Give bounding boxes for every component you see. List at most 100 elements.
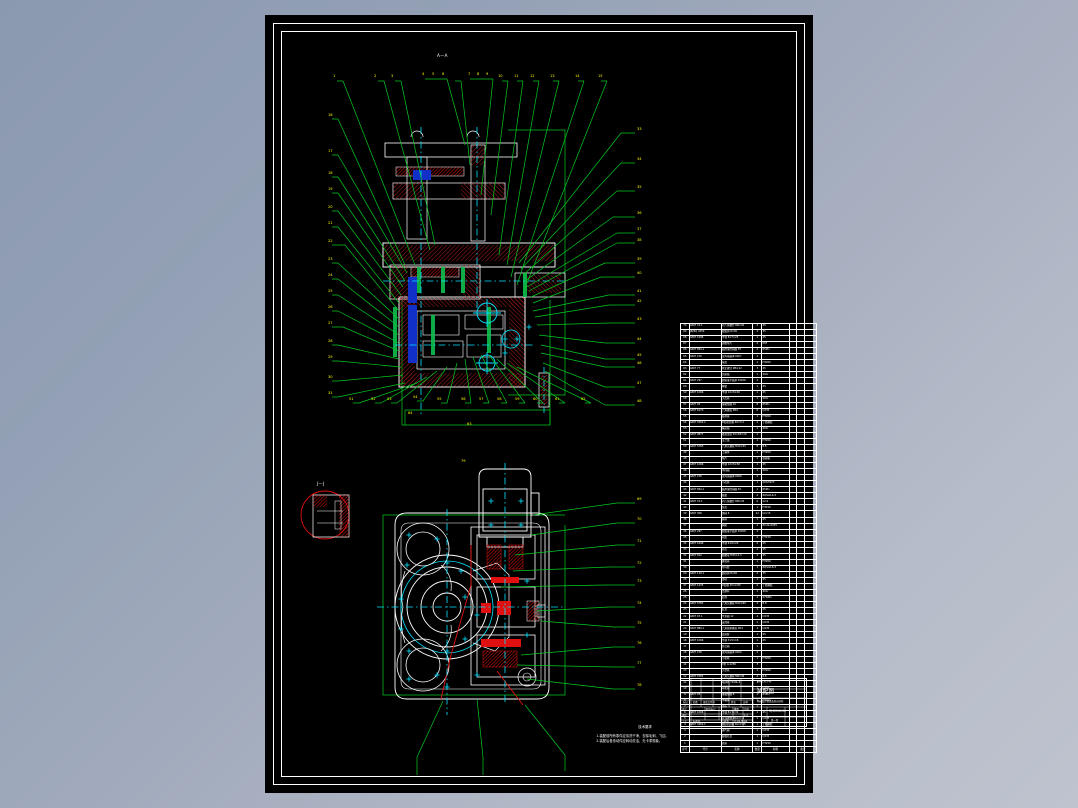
balloon: 34 [637,157,642,161]
balloon: 25 [328,289,333,293]
balloon: 69 [637,497,642,501]
balloon: 16 [328,113,333,117]
title-block-process-label: 工艺 [682,720,687,723]
balloon: 44 [637,337,642,341]
detail-view-j-j-geometry [300,490,350,540]
title-block-org-line-1: 机械工程学院 [757,680,772,683]
balloon: 22 [328,239,333,243]
title-block-org-line-2: 机械设计制造及其自动化 [757,700,784,703]
view-label-a-a: A—A [437,53,448,58]
balloon: 45 [637,353,642,357]
balloon: 13 [550,74,555,78]
balloon: 73 [637,579,642,583]
technical-notes: 技术要求 1.装配前所有零件应清洗干净，去除毛刺、飞边。 2.装配后各传动件应转… [590,715,700,749]
balloon: 53 [387,397,392,401]
balloon: 64 [408,411,413,415]
balloon: 14 [575,74,580,78]
balloon: 59 [515,397,520,401]
balloon: 30 [328,375,333,379]
bom-header-cell: 材料 [761,746,790,754]
balloon: 52 [371,397,376,401]
balloon: 35 [637,185,642,189]
title-block-drawing-name: 装配图 [757,689,775,695]
balloon: 70 [637,517,642,521]
title-block-designer-label: 设计 [682,708,687,711]
balloon: 23 [328,257,333,261]
balloon: 40 [637,271,642,275]
balloon: 27 [328,321,333,325]
balloon: 7 [468,72,471,76]
balloon: 37 [637,227,642,231]
balloon: 24 [328,273,333,277]
balloon: 36 [637,211,642,215]
balloon: 75 [637,621,642,625]
balloon: 56 [461,397,466,401]
balloon: 60 [533,397,538,401]
balloon: 18 [328,171,333,175]
balloon: 79 [461,459,466,463]
balloon: 71 [637,539,642,543]
technical-notes-title: 技术要求 [638,724,652,729]
balloon: 57 [479,397,484,401]
bom-header-cell: 序号 [680,746,690,754]
balloon: 5 [432,72,435,76]
balloon: 74 [637,601,642,605]
balloon: 63 [467,422,472,426]
balloon: 58 [497,397,502,401]
balloon: 28 [328,339,333,343]
title-block-sign-label: 签名 [731,701,736,704]
title-block-count-label: 处数 [693,701,698,704]
balloon: 29 [328,355,333,359]
title-block-standardize-label: 标准化 [693,720,701,723]
title-block-sheet-label: 共1张 第1张 [734,720,748,723]
title-block-mark-label: 标记 [683,701,688,704]
balloon: 10 [498,74,503,78]
balloon: 17 [328,149,333,153]
balloon: 2 [374,74,377,78]
bom-header-cell: 代号 [688,746,722,754]
technical-notes-line-1: 1.装配前所有零件应清洗干净，去除毛刺、飞边。 [596,734,669,739]
balloon: 78 [637,683,642,687]
leader-lines-upper [332,78,635,406]
balloon: 20 [328,205,333,209]
balloon: 42 [637,299,642,303]
balloon: 39 [637,257,642,261]
balloon: 33 [637,127,642,131]
drawing-sheet: A—A J—J 1 2 3 4 5 6 7 8 9 10 11 12 13 14… [265,15,817,793]
title-block-change-doc-label: 更改文件号 [703,701,715,704]
balloon: 1 [333,74,336,78]
bom-header-cell: 备注 [788,746,817,754]
title-block-scale-value: 1:2 [744,714,748,717]
bom-header-cell: 名称 [720,746,754,754]
balloon: 15 [598,74,603,78]
balloon: 61 [555,397,560,401]
balloon: 31 [328,391,333,395]
section-view-a-a-geometry [382,127,567,426]
balloon: 55 [437,397,442,401]
balloon: 72 [637,561,642,565]
plan-view-geometry [377,463,566,715]
title-block: 标记 处数 更改文件号 签名 日期 设计 审核 工艺 阶段标记 重量 比例 1:… [680,678,807,727]
title-block-approve-label: 批准 [724,720,729,723]
title-block-scale-label: 比例 [744,708,749,711]
leader-lines-lower [416,502,635,775]
title-block-org-line-3: 第一组 [771,719,779,722]
balloon: 41 [637,289,642,293]
technical-notes-line-2: 2.装配后各传动件应转动灵活，无卡滞现象。 [596,739,663,743]
balloon: 21 [328,221,333,225]
view-label-j-j: J—J [317,481,325,486]
balloon: 19 [328,187,333,191]
bom-header-cell: 数量 [752,746,763,754]
balloon: 46 [637,361,642,365]
bom-header-row: 序号代号名称数量材料备注 [680,746,817,754]
balloon: 12 [530,74,535,78]
balloon: 62 [581,397,586,401]
